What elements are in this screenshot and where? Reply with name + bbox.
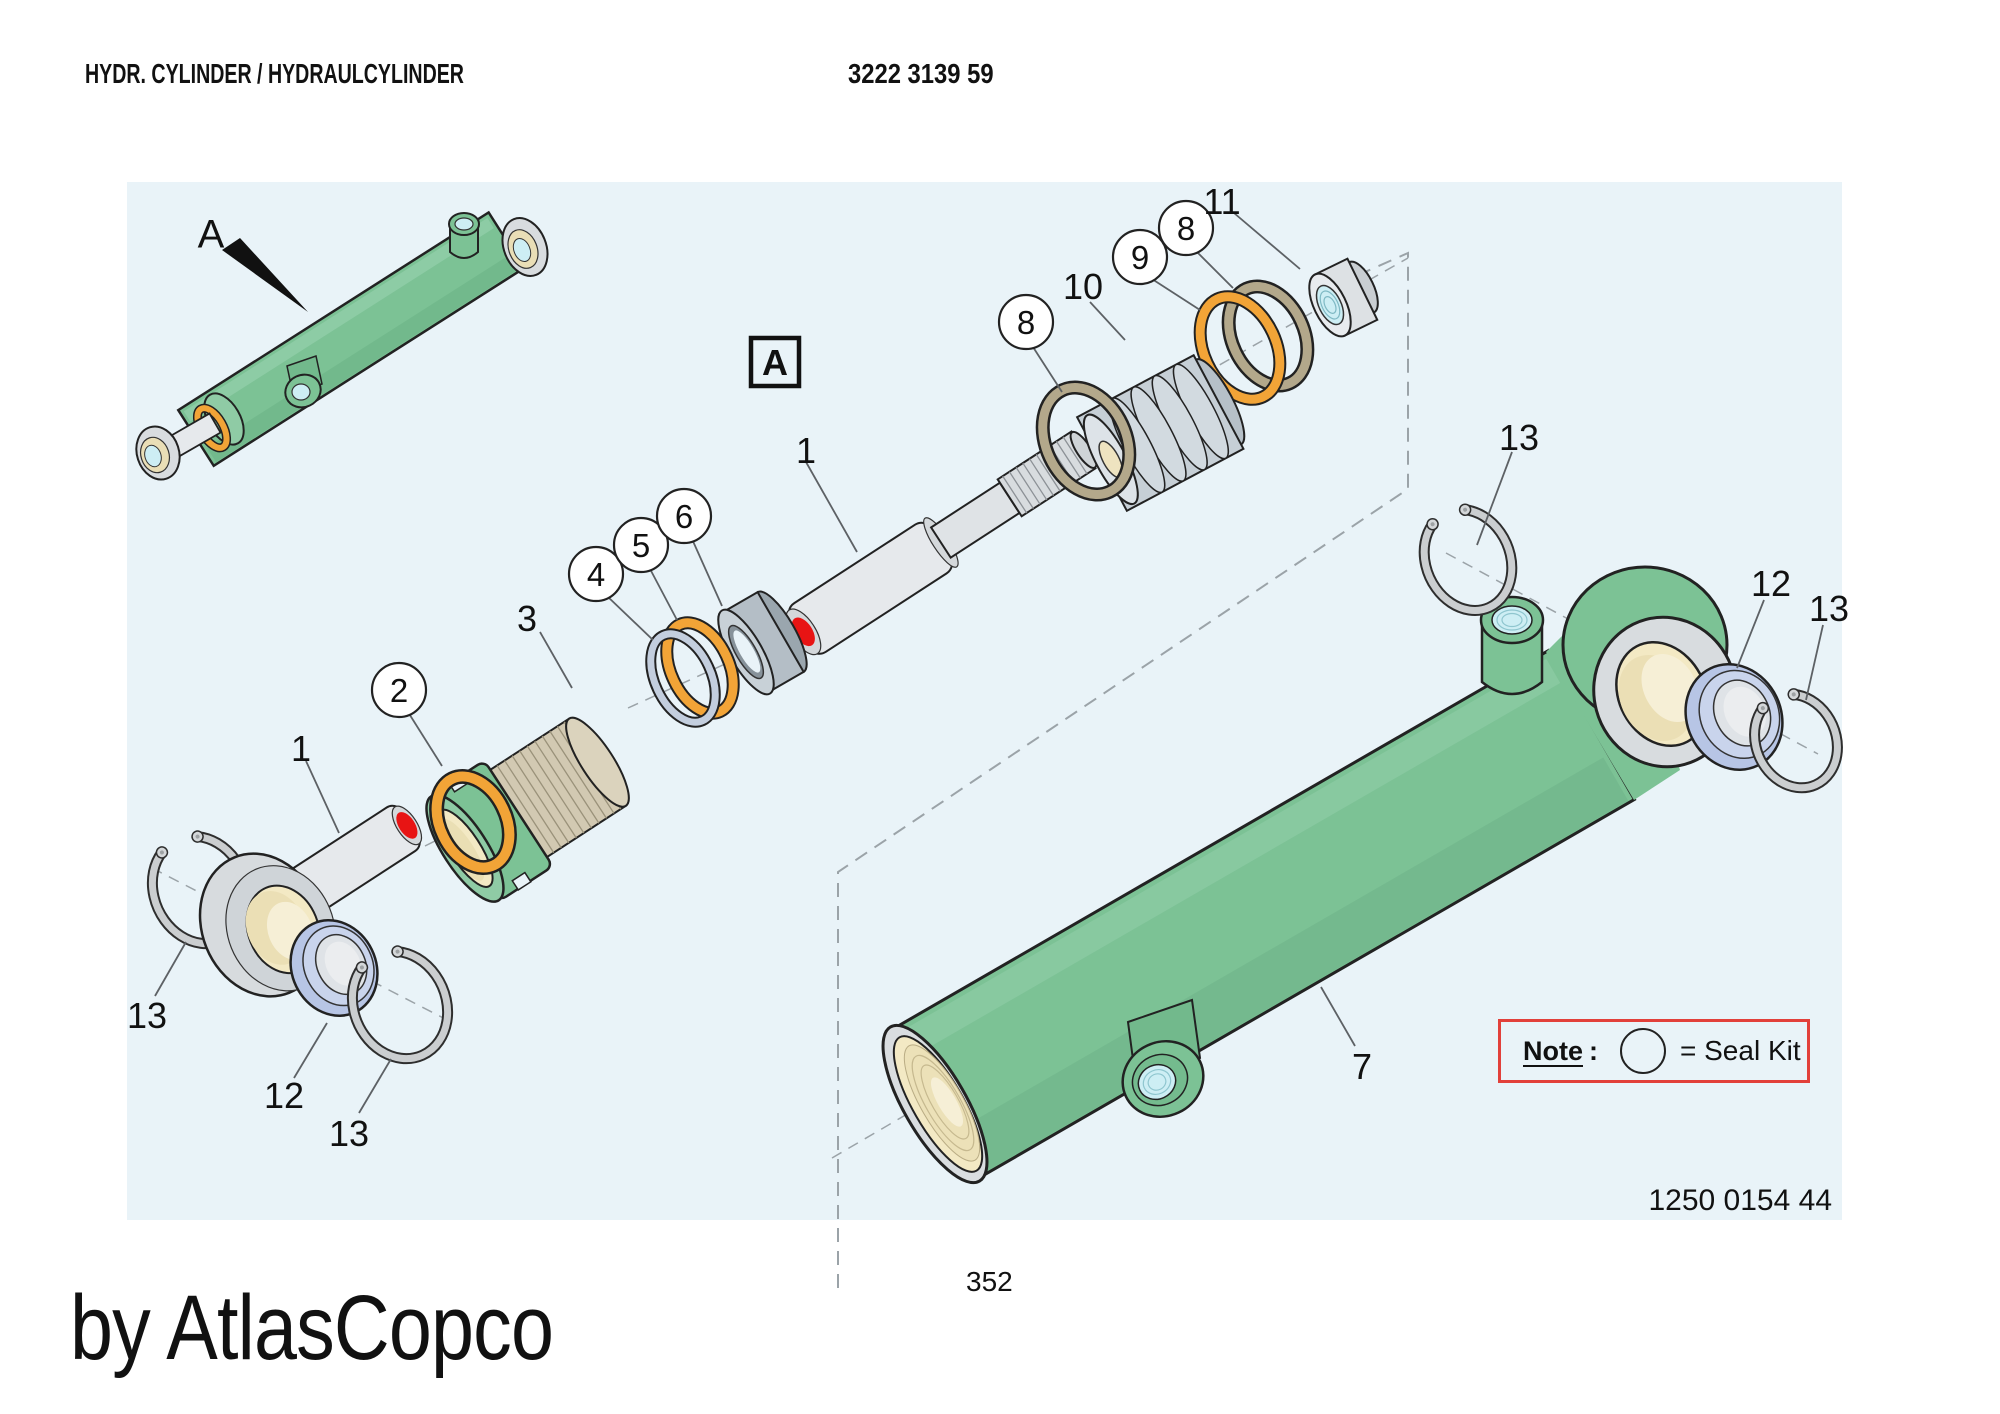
wiper-housing-6 <box>717 590 808 696</box>
callout-13-top-right: 13 <box>1499 417 1539 458</box>
seal-ring-2 <box>429 768 517 876</box>
view-a-label: A <box>198 212 225 256</box>
callout-circle <box>1157 199 1215 257</box>
callout-10: 10 <box>1063 266 1103 307</box>
oring-5 <box>660 616 740 720</box>
retaining-ring-13 <box>346 945 454 1065</box>
seal-kit-circle-symbol <box>1620 1028 1666 1074</box>
leader-lines <box>154 212 1824 1114</box>
callout-5: 5 <box>632 527 650 564</box>
page-number: 352 <box>966 1266 1013 1297</box>
callout-circle <box>1111 228 1169 286</box>
lock-nut-11 <box>1308 257 1379 338</box>
callout-circle <box>655 487 713 545</box>
piston-ring-8 <box>1221 279 1315 393</box>
retaining-ring-13 <box>1749 688 1843 794</box>
note-label: Note <box>1523 1035 1583 1066</box>
brand-text: by AtlasCopco <box>70 1277 554 1379</box>
callout-circle <box>567 545 625 603</box>
piston-rod-upper <box>785 430 1098 656</box>
callout-12-right: 12 <box>1751 563 1791 604</box>
circled-callouts: 2 4 5 6 8 8 9 <box>370 199 1215 719</box>
callout-1-lower: 1 <box>291 728 311 769</box>
callout-3: 3 <box>517 598 537 639</box>
assembled-cylinder: A <box>135 210 549 481</box>
callout-circle <box>612 516 670 574</box>
callout-circle <box>370 661 428 719</box>
seal-kit-text: = Seal Kit <box>1680 1035 1801 1066</box>
callout-2: 2 <box>390 672 408 709</box>
callout-13-left: 13 <box>127 995 167 1036</box>
seal-kit-marker <box>396 812 418 839</box>
callout-13-bottom: 13 <box>329 1113 369 1154</box>
callout-12-left: 12 <box>264 1075 304 1116</box>
drawing-number: 1250 0154 44 <box>1648 1184 1832 1217</box>
detail-boundary-dashes <box>837 251 1409 1288</box>
view-a-arrow <box>222 238 308 312</box>
callout-6: 6 <box>675 498 693 535</box>
piston-ring-8 <box>1035 380 1137 502</box>
callout-8a: 8 <box>1017 304 1035 341</box>
seal-kit-note: Note : = Seal Kit <box>1498 1019 1810 1083</box>
callout-9: 9 <box>1131 239 1149 276</box>
callout-1-upper: 1 <box>796 430 816 471</box>
callout-8b: 8 <box>1177 210 1195 247</box>
detail-view-box-label: A <box>762 342 788 383</box>
note-colon: : <box>1589 1035 1598 1066</box>
backup-ring-4 <box>645 628 721 728</box>
doc-number: 3222 3139 59 <box>848 58 994 89</box>
detail-view-box: A <box>748 335 802 389</box>
page-title: HYDR. CYLINDER / HYDRAULCYLINDER <box>85 58 464 89</box>
callout-11: 11 <box>1203 181 1240 222</box>
retaining-ring-13 <box>1418 503 1518 616</box>
callout-4: 4 <box>587 556 605 593</box>
callout-circle <box>997 293 1055 351</box>
plain-callouts: 1 1 3 7 10 11 12 12 13 13 13 13 <box>127 181 1849 1154</box>
callout-13-far-right: 13 <box>1809 588 1849 629</box>
callout-7: 7 <box>1352 1046 1372 1087</box>
